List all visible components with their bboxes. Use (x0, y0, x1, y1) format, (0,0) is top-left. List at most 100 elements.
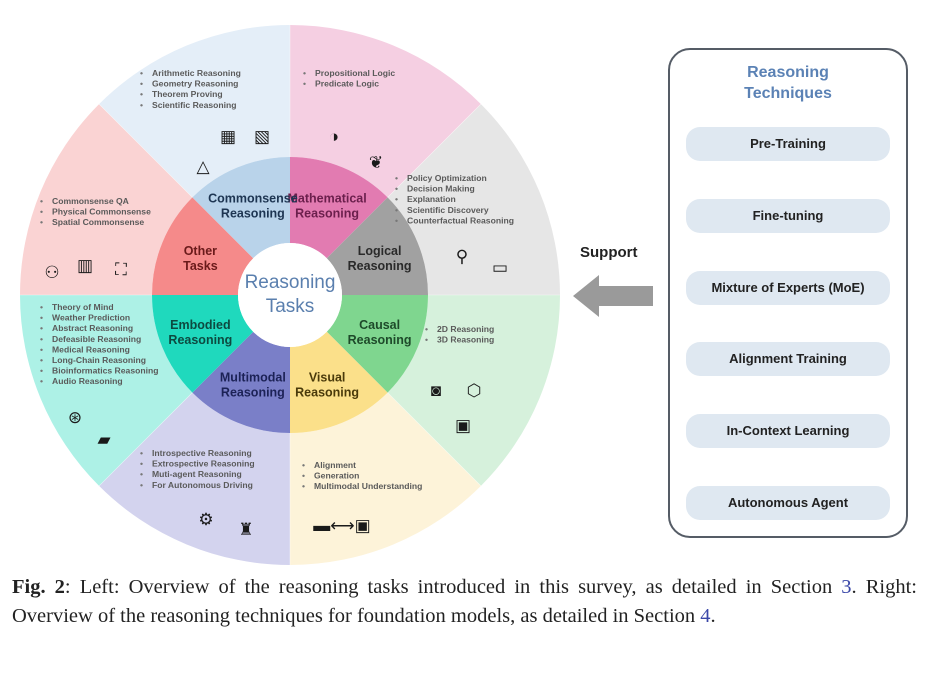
image-icon: ▣ (455, 416, 471, 435)
task-item-other: Audio Reasoning (52, 376, 123, 386)
inner-segment-commonsense (192, 157, 290, 259)
segment-label-commonsense-line2: Reasoning (221, 206, 285, 220)
segment-label-commonsense-line1: Commonsense (208, 191, 298, 205)
task-item-other: Theory of Mind (52, 302, 114, 312)
bullet-dot: • (40, 344, 43, 354)
bullet-dot: • (425, 324, 428, 334)
bullet-dot: • (303, 68, 306, 78)
techniques-title: Reasoning Techniques (670, 62, 906, 104)
inner-segment-embodied (152, 295, 254, 393)
task-item-embodied: Introspective Reasoning (152, 448, 252, 458)
task-item-multimodal: Multimodal Understanding (314, 481, 422, 491)
task-item-multimodal: Generation (314, 471, 359, 481)
segment-label-embodied-line2: Reasoning (168, 333, 232, 347)
outer-segment-visual (290, 392, 481, 565)
center-circle (238, 243, 342, 347)
segment-label-logical-line1: Logical (358, 244, 402, 258)
robot-icon: ♜ (238, 520, 253, 539)
outer-segment-other (20, 104, 193, 295)
bullet-dot: • (40, 355, 43, 365)
car-icon: ▰ (97, 430, 111, 449)
figure-caption: Fig. 2: Left: Overview of the reasoning … (12, 573, 917, 631)
bullet-dot: • (140, 459, 143, 469)
outer-segment-multimodal (99, 392, 290, 565)
task-item-other: Weather Prediction (52, 313, 130, 323)
bullet-dot: • (40, 323, 43, 333)
cube-icon: ⬡ (467, 381, 482, 400)
segment-label-visual-line2: Reasoning (295, 386, 359, 400)
caption-text-1: : Left: Overview of the reasoning tasks … (64, 576, 842, 598)
task-item-visual: 2D Reasoning (437, 324, 494, 334)
center-title-line1: Reasoning (245, 272, 336, 293)
technique-pre-training: Pre-Training (686, 127, 890, 161)
formula-sheet-icon: ▧ (254, 127, 270, 146)
segment-icons: △▦▧◑❦⚲▭◙⬡▣▬⟷▣⚙♜⊛▰⚇▥⛶ (44, 127, 508, 539)
bullet-dot: • (40, 207, 43, 217)
section-3-link[interactable]: 3 (841, 576, 852, 598)
caption-text-3: . (710, 605, 716, 627)
techniques-title-line1: Reasoning (747, 64, 829, 81)
inner-segment-causal (326, 295, 429, 393)
brain-idea-icon: ◑ (329, 127, 339, 146)
keyboard-hand-icon: ▥ (77, 256, 93, 275)
task-item-multimodal: Alignment (314, 460, 356, 470)
bullet-dot: • (395, 184, 398, 194)
segment-label-mathematical-line2: Reasoning (295, 206, 359, 220)
technique-alignment-training: Alignment Training (686, 342, 890, 376)
bullet-dot: • (40, 366, 43, 376)
task-item-mathematical: Geometry Reasoning (152, 79, 238, 89)
inner-segment-mathematical (290, 157, 388, 259)
reasoning-tasks-wheel: Reasoning Tasks MathematicalReasoningLog… (19, 25, 560, 565)
camera-icon: ◙ (431, 381, 441, 400)
bullet-dot: • (40, 217, 43, 227)
task-item-other: Bioinformatics Reasoning (52, 366, 158, 376)
network-nodes-icon: ⛶ (115, 260, 127, 279)
brain-icon: ❦ (369, 153, 383, 172)
segment-label-other-line2: Tasks (183, 259, 218, 273)
section-4-link[interactable]: 4 (700, 605, 711, 627)
bullet-dot: • (140, 448, 143, 458)
segment-label-multimodal-line1: Multimodal (220, 371, 286, 385)
calculator-grid-icon: ▦ (220, 127, 236, 146)
segment-label-visual-line1: Visual (309, 371, 346, 385)
outer-ring (19, 25, 560, 565)
lightbulb-search-icon: ⚲ (456, 247, 468, 266)
bullet-dot: • (140, 480, 143, 490)
task-item-logical: Predicate Logic (315, 79, 379, 89)
bullet-dot: • (302, 471, 305, 481)
inner-ring (152, 157, 429, 433)
task-item-other: Long-Chain Reasoning (52, 355, 146, 365)
bullet-dot: • (40, 196, 43, 206)
caption-text-2: . Right: Overview of the reasoning techn… (12, 576, 917, 627)
outer-segment-logical (387, 104, 560, 295)
bullet-dot: • (140, 469, 143, 479)
segment-label-causal-line2: Reasoning (348, 333, 412, 347)
segment-label-mathematical-line1: Mathematical (288, 191, 367, 205)
task-item-causal: Counterfactual Reasoning (407, 215, 514, 225)
bullet-dot: • (303, 79, 306, 89)
center-title-line2: Tasks (266, 296, 315, 317)
bullet-dot: • (302, 460, 305, 470)
outer-segment-embodied (19, 295, 193, 486)
outer-segment-causal (387, 295, 560, 486)
outer-segment-commonsense (99, 25, 290, 198)
task-item-causal: Decision Making (407, 184, 475, 194)
techniques-title-line2: Techniques (744, 85, 832, 102)
inner-segment-other (152, 197, 254, 295)
task-item-commonsense: Physical Commonsense (52, 207, 151, 217)
task-item-other: Defeasible Reasoning (52, 334, 141, 344)
segment-bullet-lists: •Arithmetic Reasoning•Geometry Reasoning… (40, 68, 514, 491)
steering-wheel-icon: ⊛ (68, 408, 82, 427)
inner-segment-multimodal (192, 331, 290, 433)
bullet-dot: • (140, 79, 143, 89)
task-item-logical: Propositional Logic (315, 68, 395, 78)
task-item-commonsense: Spatial Commonsense (52, 217, 144, 227)
task-item-other: Abstract Reasoning (52, 323, 133, 333)
left-arrow-icon (573, 275, 653, 317)
task-item-embodied: For Autonomous Driving (152, 480, 253, 490)
robot-arm-icon: ⚙ (198, 510, 213, 529)
task-item-causal: Scientific Discovery (407, 205, 489, 215)
bullet-dot: • (425, 335, 428, 345)
inner-segment-logical (326, 197, 428, 295)
people-chat-icon: ⚇ (44, 263, 59, 282)
